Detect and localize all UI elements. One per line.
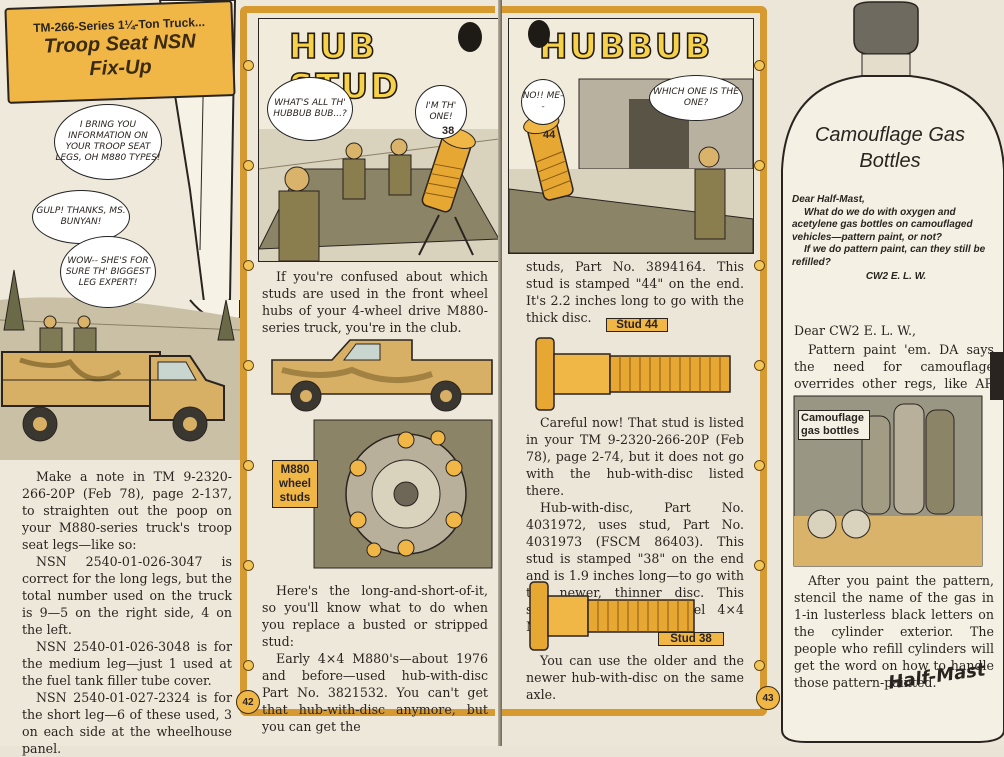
paragraph: studs, Part No. 3894164. This stud is st…: [526, 259, 744, 325]
paragraph: NSN 2540-01-026-3047 is correct for the …: [22, 554, 232, 637]
paragraph: If you're confused about which studs are…: [262, 269, 488, 335]
speech-bubble-hubbub: WHAT'S ALL TH' HUBBUB BUB...?: [267, 77, 353, 141]
camo-reply: Dear CW2 E. L. W., Pattern paint 'em. DA…: [794, 322, 994, 409]
page-number-42: 42: [236, 690, 260, 714]
m880-wheel-studs-tag: M880 wheel studs: [272, 460, 318, 508]
hub-stud-title: HUB STUD: [288, 26, 401, 108]
letter-signature: CW2 E. L. W.: [865, 271, 927, 282]
right-page: HUBBUB NO!! ME-- WHICH ONE IS THE ONE? 4…: [502, 0, 1004, 746]
speech-bubble-no-me: NO!! ME--: [521, 79, 565, 125]
hubbub-title: HUBBUB: [538, 26, 713, 68]
stud-38-label: 38: [442, 125, 455, 137]
page-edge-tab: [990, 352, 1004, 400]
letter-salutation: Dear Half-Mast,: [792, 194, 865, 205]
camo-title: Camouflage Gas Bottles: [814, 124, 966, 172]
paragraph: NSN 2540-01-026-3048 is for the medium l…: [22, 639, 232, 688]
troop-seat-panel: TM-266-Series 1¼-Ton Truck... Troop Seat…: [0, 0, 241, 756]
paragraph: Pattern paint 'em. DA says the need for …: [794, 342, 994, 408]
hub-col2-mid-text: Careful now! That stud is listed in your…: [526, 414, 744, 635]
troop-seat-text: Make a note in TM 9-2320-266-20P (Feb 78…: [22, 468, 232, 757]
paragraph: You can use the older and the newer hub-…: [526, 653, 744, 702]
camo-bottles-tag: Camouflage gas bottles: [798, 410, 870, 440]
speech-bubble-gulp: GULP! THANKS, MS. BUNYAN!: [32, 190, 130, 244]
hub-col1-text: If you're confused about which studs are…: [262, 268, 488, 336]
reply-salutation: Dear CW2 E. L. W.,: [794, 323, 916, 338]
speech-bubble-im-the-one: I'M TH' ONE!: [415, 85, 467, 139]
stud-38-illustration: [529, 581, 695, 651]
hub-col2-top-text: studs, Part No. 3894164. This stud is st…: [526, 258, 744, 326]
camo-letter: Dear Half-Mast, What do we do with oxyge…: [792, 194, 1000, 284]
speech-bubble-which-one: WHICH ONE IS THE ONE?: [649, 75, 743, 121]
paragraph: After you paint the pattern, stencil the…: [794, 573, 994, 690]
camo-reply-2: After you paint the pattern, stencil the…: [794, 572, 994, 691]
hub-stud-comic-left: HUB STUD WHAT'S ALL TH' HUBBUB BUB...? I…: [258, 18, 500, 262]
stud-44-label: 44: [543, 129, 556, 141]
staple-hole: [528, 20, 550, 48]
stud-44-tag: Stud 44: [606, 318, 668, 332]
paragraph: Here's the long-and-short-of-it, so you'…: [262, 583, 488, 649]
article-banner: TM-266-Series 1¼-Ton Truck... Troop Seat…: [4, 0, 236, 104]
speech-bubble-wow: WOW-- SHE'S FOR SURE TH' BIGGEST LEG EXP…: [60, 236, 156, 308]
paragraph: Make a note in TM 9-2320-266-20P (Feb 78…: [22, 469, 232, 552]
paragraph: NSN 2540-01-027-2324 is for the short le…: [22, 690, 232, 756]
speech-bubble-bunyan: I BRING YOU INFORMATION ON YOUR TROOP SE…: [54, 104, 162, 180]
stud-38-tag: Stud 38: [658, 632, 724, 646]
wheel-hub-illustration: [313, 419, 493, 569]
page-number-43: 43: [756, 686, 780, 710]
hub-stud-scene-right: [508, 78, 754, 254]
hub-stud-scene-left: [258, 127, 500, 262]
stud-44-illustration: [535, 337, 731, 411]
paragraph: Careful now! That stud is listed in your…: [526, 415, 744, 498]
banner-title: Troop Seat NSN Fix-Up: [43, 30, 196, 81]
letter-question-2: If we do pattern paint, can they still b…: [792, 244, 986, 268]
hub-col2-bottom-text: You can use the older and the newer hub-…: [526, 652, 744, 703]
staple-hole: [458, 22, 482, 52]
letter-question: What do we do with oxygen and acetylene …: [792, 206, 973, 243]
left-page: TM-266-Series 1¼-Ton Truck... Troop Seat…: [0, 0, 502, 756]
hub-stud-comic-right: HUBBUB NO!! ME-- WHICH ONE IS THE ONE? 4…: [508, 18, 754, 254]
m880-truck-illustration: [271, 339, 493, 412]
hub-col1-bottom-text: Here's the long-and-short-of-it, so you'…: [262, 582, 488, 735]
paragraph: Early 4×4 M880's—about 1976 and before—u…: [262, 651, 488, 734]
